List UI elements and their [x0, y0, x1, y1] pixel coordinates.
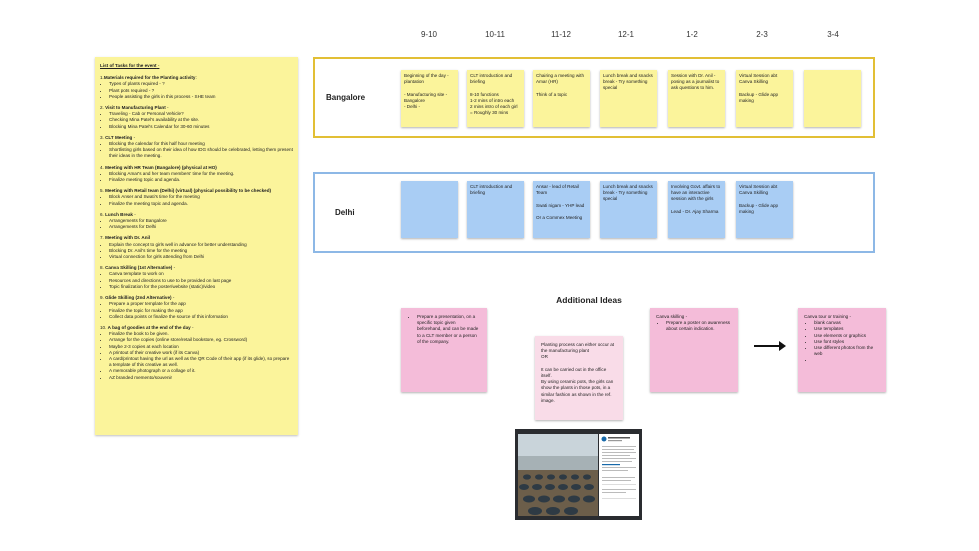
task-item: Topic finalization for the poster/websit… — [109, 284, 293, 290]
bangalore-note-2-3[interactable]: Virtual Session abt Canva Skilling Backu… — [736, 70, 793, 127]
idea-canva-tour-note[interactable]: Canva tour or training - blank canvas Us… — [798, 308, 886, 392]
time-slot: 10-11 — [485, 30, 505, 39]
task-item: A card/printout having the url as well a… — [109, 356, 293, 368]
idea-canva-tour-title: Canva tour or training - — [804, 314, 851, 319]
task-section-heading: 3. CLT Meeting - — [100, 134, 136, 140]
task-section-heading: 6. Lunch Break - — [100, 211, 136, 217]
list-item: Prepare a presentation, on a specific to… — [417, 314, 481, 345]
task-item: Collect data points or finalize the sour… — [109, 314, 293, 320]
task-sections: 1.Materials required for the Planting ac… — [100, 75, 293, 381]
arrow-connector[interactable] — [754, 341, 786, 351]
task-item: Blocking the calendar for this half hour… — [109, 141, 293, 147]
bangalore-frame[interactable] — [313, 57, 875, 138]
delhi-note-1-2[interactable]: Involving Govt. affairs to have an inter… — [668, 181, 725, 238]
task-item: Resources and directions to use to be pr… — [109, 278, 293, 284]
task-item: Traveling - Cab or Personal Vehicle? — [109, 111, 293, 117]
task-item: Types of plants required - ? — [109, 81, 293, 87]
idea-planting-note[interactable]: Planting process can either occur at the… — [535, 336, 623, 420]
time-slot: 3-4 — [827, 30, 839, 39]
task-item: Virtual connection for girls attending f… — [109, 254, 293, 260]
task-item: People assisting the girls in this proce… — [109, 94, 293, 100]
delhi-note-10-11[interactable]: CLT introduction and briefing — [467, 181, 524, 238]
task-section: 5. Meeting with Retail team (Delhi) (vir… — [100, 188, 293, 207]
delhi-frame[interactable] — [313, 172, 875, 253]
bangalore-note-11-12[interactable]: Chairing a meeting with Amar (HR) Think … — [533, 70, 590, 127]
task-section: 10. A bag of goodies at the end of the d… — [100, 325, 293, 381]
list-item: Prepare a poster on awareness about cert… — [666, 320, 732, 332]
task-section-heading: 2. Visit to Manufacturing Plant - — [100, 105, 169, 111]
task-section: 3. CLT Meeting -Blocking the calendar fo… — [100, 135, 293, 160]
task-section: 8. Canva Skilling (1st Alternative) -Can… — [100, 265, 293, 290]
task-item: Arrange for the copies (online store/ret… — [109, 337, 293, 343]
reference-image-graphic — [515, 429, 642, 520]
list-item: blank canvas — [814, 320, 880, 326]
idea-canva-title: Canva skilling - — [656, 314, 688, 319]
task-item: Explain the concept to girls well in adv… — [109, 242, 293, 248]
delhi-note-9-10[interactable] — [401, 181, 458, 238]
list-item: Use font styles — [814, 339, 880, 345]
task-list-note[interactable]: List of Tasks for the event - 1.Material… — [95, 57, 298, 435]
task-item: AZ branded memento/souvenir — [109, 375, 293, 381]
list-item: Use elements or graphics — [814, 333, 880, 339]
task-item: Finalize meeting topic and agenda. — [109, 177, 293, 183]
list-item: Use templates — [814, 326, 880, 332]
task-section-heading: 7. Meeting with Dr. Anil — [100, 235, 151, 241]
task-item: Maybe 2-3 copies at each location — [109, 344, 293, 350]
idea-planting-text: Planting process can either occur at the… — [541, 342, 615, 403]
task-section: 9. Glide Skilling (2nd Alternative) -Pre… — [100, 295, 293, 320]
task-item: Blocking Mina Patel's Calendar for 30-60… — [109, 124, 293, 130]
idea-presentation-note[interactable]: Prepare a presentation, on a specific to… — [401, 308, 487, 392]
bangalore-note-1-2[interactable]: Session with Dr. Anil - posing as a jour… — [668, 70, 725, 127]
delhi-label: Delhi — [335, 208, 355, 217]
task-section-heading: 4. Meeting with HR Team (Bangalore) (phy… — [100, 164, 217, 170]
task-item: A printout of their creative work (if it… — [109, 350, 293, 356]
task-item: Plant pots required - ? — [109, 88, 293, 94]
delhi-note-12-1[interactable]: Lunch break and snacks break - Try somet… — [600, 181, 657, 238]
delhi-note-11-12[interactable]: Ansar - lead of Retail Team Swati nigam … — [533, 181, 590, 238]
task-list-title: List of Tasks for the event - — [100, 63, 160, 68]
task-item: Blocking Dr. Anil's time for the meeting — [109, 248, 293, 254]
time-slot: 1-2 — [686, 30, 698, 39]
task-item: Checking Mina Patel's availability at th… — [109, 117, 293, 123]
task-item: Shortlisting girls based on their idea o… — [109, 147, 293, 159]
task-section: 2. Visit to Manufacturing Plant -Traveli… — [100, 105, 293, 130]
task-item: Finalize the topic for making the app — [109, 308, 293, 314]
task-section-heading: 9. Glide Skilling (2nd Alternative) - — [100, 295, 175, 301]
bangalore-label: Bangalore — [326, 93, 366, 102]
task-section-heading: 8. Canva Skilling (1st Alternative) - — [100, 265, 176, 271]
task-item: Finalize the book to be given. — [109, 331, 293, 337]
time-slot: 9-10 — [420, 30, 437, 39]
time-slot: 12-1 — [617, 30, 634, 39]
task-section: 4. Meeting with HR Team (Bangalore) (phy… — [100, 165, 293, 184]
task-item: Arrangements for Bangalore — [109, 218, 293, 224]
list-item: Use different photos from the web — [814, 345, 880, 357]
task-section: 1.Materials required for the Planting ac… — [100, 75, 293, 100]
task-section-heading: 10. A bag of goodies at the end of the d… — [100, 324, 194, 330]
delhi-note-2-3[interactable]: Virtual Session abt Canva Skilling Backu… — [736, 181, 793, 238]
bangalore-note-3-4[interactable] — [804, 70, 861, 127]
bangalore-note-12-1[interactable]: Lunch break and snacks break - Try somet… — [600, 70, 657, 127]
task-section: 7. Meeting with Dr. AnilExplain the conc… — [100, 235, 293, 260]
task-item: Canva template to work on — [109, 271, 293, 277]
idea-canva-skilling-note[interactable]: Canva skilling - Prepare a poster on awa… — [650, 308, 738, 392]
task-section-heading: 5. Meeting with Retail team (Delhi) (vir… — [100, 188, 272, 194]
task-item: Blocking Amar's and her team members' ti… — [109, 171, 293, 177]
task-section: 6. Lunch Break -Arrangements for Bangalo… — [100, 212, 293, 231]
time-slot: 11-12 — [551, 30, 571, 39]
bangalore-note-9-10[interactable]: Beginning of the day - plantation - Manu… — [401, 70, 458, 127]
list-item — [814, 357, 880, 363]
time-slot: 2-3 — [756, 30, 768, 39]
bangalore-note-10-11[interactable]: CLT introduction and briefing 8-10 funct… — [467, 70, 524, 127]
reference-image[interactable] — [515, 429, 642, 520]
task-item: Finalize the meeting topic and agenda. — [109, 201, 293, 207]
task-item: Prepare a proper template for the app — [109, 301, 293, 307]
task-item: Block Anser and Swati's time for the mee… — [109, 194, 293, 200]
additional-ideas-title: Additional Ideas — [556, 295, 622, 305]
task-section-heading: 1.Materials required for the Planting ac… — [100, 75, 197, 81]
task-item: Arrangements for Delhi — [109, 224, 293, 230]
task-item: A memorable photograph or a collage of i… — [109, 368, 293, 374]
